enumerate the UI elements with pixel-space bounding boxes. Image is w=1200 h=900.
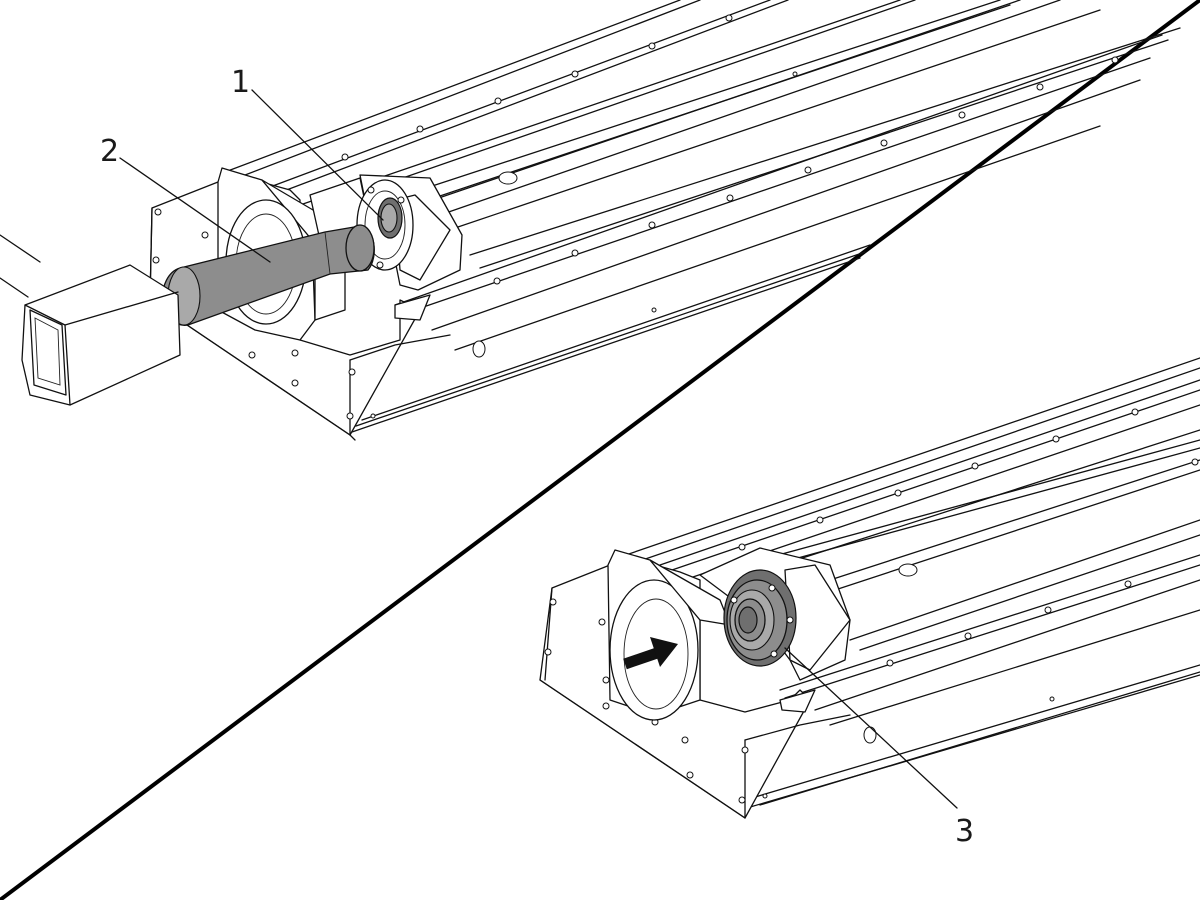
rail-assembly-bottom	[619, 357, 1200, 811]
callout-1: 1	[231, 65, 250, 100]
bearing-nut-part-3	[723, 569, 797, 667]
motor-shaft-part-2	[162, 224, 375, 326]
insert-direction-arrow	[623, 637, 678, 670]
view-bottom-right	[539, 357, 1200, 819]
leader-line-2	[119, 157, 271, 263]
leader-line-3	[784, 647, 958, 809]
callout-2: 2	[100, 134, 119, 169]
motor-unit	[0, 234, 181, 406]
leader-line-1	[251, 89, 384, 221]
callout-3: 3	[955, 814, 974, 849]
view-top-left	[0, 0, 1181, 441]
coupling-part-1	[377, 197, 403, 239]
